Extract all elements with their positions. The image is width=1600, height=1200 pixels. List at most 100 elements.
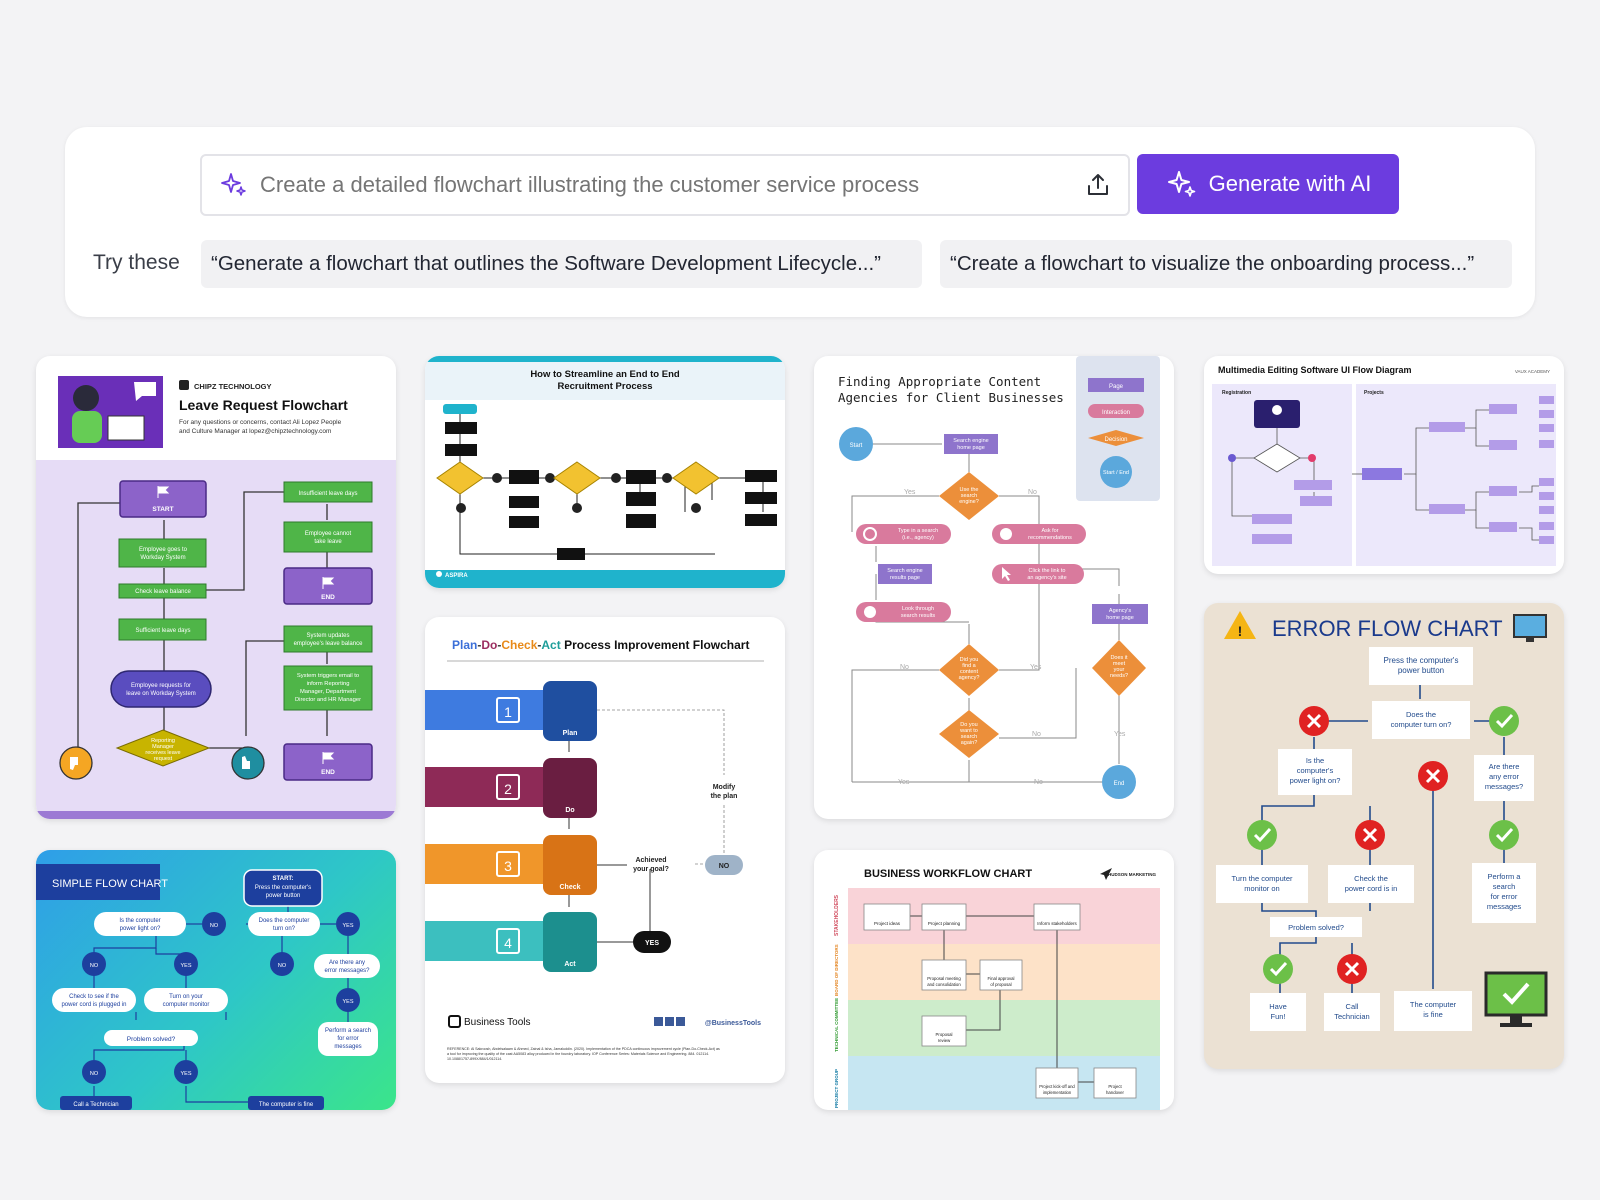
leave-n2: Check leave balance: [135, 589, 191, 595]
sparkle-icon: [221, 173, 246, 196]
twitter-icon: [676, 1017, 685, 1026]
leave-r2b: take leave: [314, 539, 342, 545]
agencies-yes-1: Yes: [904, 489, 916, 496]
simple-no-1: NO: [210, 923, 219, 929]
multimedia-brand: VAUX ACADEMY: [1515, 369, 1550, 374]
template-card-pdca[interactable]: Plan-Do-Check-Act Process Improvement Fl…: [425, 617, 785, 1083]
agencies-no-4: No: [1034, 779, 1043, 786]
prompt-box[interactable]: [200, 154, 1130, 216]
error-n10b: Technician: [1334, 1012, 1369, 1021]
agencies-d3c: your: [1114, 667, 1125, 673]
agencies-title-1: Finding Appropriate Content: [838, 374, 1041, 389]
simple-a3: Perform a search: [325, 1028, 371, 1034]
simple-a1b: power cord is plugged in: [61, 1002, 126, 1008]
simple-a2: Turn on your: [169, 994, 203, 1000]
agencies-p3b: home page: [1106, 615, 1134, 621]
pdca-achieved-2: your goal?: [633, 866, 669, 873]
agencies-p2: Search engine: [887, 568, 922, 574]
business-n4: Proposal meeting: [927, 976, 961, 981]
pdca-plan-label: Plan: [563, 730, 578, 737]
simple-q2b: turn on?: [273, 926, 296, 932]
agencies-d3d: needs?: [1110, 673, 1128, 679]
aspira-logo-icon: [436, 571, 442, 577]
error-n9: Have: [1269, 1002, 1287, 1011]
business-n7: Project kick-off and: [1039, 1084, 1075, 1089]
leave-end-2: END: [321, 769, 335, 776]
business-n5b: of proposal: [990, 982, 1011, 987]
template-card-error-flow[interactable]: ! ERROR FLOW CHART Press the computer's …: [1204, 603, 1564, 1069]
leave-subtitle-1: For any questions or concerns, contact A…: [179, 419, 342, 426]
pdca-step-2: 2 Do: [425, 758, 597, 818]
leave-r4b: inform Reporting: [307, 681, 350, 687]
pdca-title-check: Check: [501, 638, 537, 652]
pdca-modify-2: the plan: [711, 793, 738, 800]
cross-icon: [1308, 454, 1316, 462]
leave-title: Leave Request Flowchart: [179, 397, 348, 413]
generate-with-ai-button[interactable]: Generate with AI: [1137, 154, 1399, 214]
brand-logo-icon: [179, 380, 189, 390]
simple-yes-1: YES: [342, 923, 353, 929]
template-card-business-workflow[interactable]: BUSINESS WORKFLOW CHART HUDSON MARKETING…: [814, 850, 1174, 1110]
agencies-i1b: (i.e., agency): [902, 535, 934, 541]
agencies-legend-decision: Decision: [1104, 437, 1127, 443]
simple-fine: The computer is fine: [259, 1102, 314, 1108]
error-n7: Perform a: [1488, 872, 1522, 881]
agencies-d3b: meet: [1113, 661, 1126, 667]
business-lane-project: PROJECT GROUP: [834, 1069, 839, 1108]
template-card-simple-flow[interactable]: SIMPLE FLOW CHART START: Press the compu…: [36, 850, 396, 1110]
error-n2b: computer turn on?: [1391, 720, 1452, 729]
leave-n5d: request: [154, 756, 173, 762]
leave-r4: System triggers email to: [297, 673, 359, 679]
business-n8b: handover: [1106, 1090, 1124, 1095]
leave-end-1: END: [321, 594, 335, 601]
pdca-step-2-num: 2: [504, 781, 512, 797]
agencies-p2b: results page: [890, 575, 920, 581]
suggestion-chip-onboarding[interactable]: “Create a flowchart to visualize the onb…: [940, 240, 1512, 288]
recruit-title-2: Recruitment Process: [557, 381, 652, 392]
simple-q3: Are there any: [329, 960, 365, 966]
agencies-i2b: recommendations: [1028, 535, 1072, 541]
simple-q1b: power light on?: [120, 926, 161, 932]
template-card-recruitment[interactable]: How to Streamline an End to End Recruitm…: [425, 356, 785, 588]
template-card-leave-request[interactable]: CHIPZ TECHNOLOGY Leave Request Flowchart…: [36, 356, 396, 819]
agencies-no-3: No: [1032, 731, 1041, 738]
error-n2: Does the: [1406, 710, 1436, 719]
upload-icon[interactable]: [1084, 171, 1112, 199]
template-card-multimedia-ui-flow[interactable]: Multimedia Editing Software UI Flow Diag…: [1204, 356, 1564, 574]
pdca-no: NO: [719, 863, 730, 870]
support-agent-illustration: [58, 376, 163, 448]
try-these-label: Try these: [93, 251, 180, 274]
generate-label: Generate with AI: [1208, 171, 1372, 196]
agencies-yes-3: Yes: [1114, 731, 1126, 738]
business-n5: Final approval: [988, 976, 1015, 981]
business-n8: Project: [1108, 1084, 1122, 1089]
prompt-input[interactable]: [260, 172, 1084, 198]
business-n1: Project ideas: [874, 921, 901, 926]
simple-q3b: error messages?: [324, 968, 370, 974]
agencies-yes-2: Yes: [1030, 664, 1042, 671]
multimedia-col-projects: Projects: [1364, 390, 1384, 396]
agencies-i2: Ask for: [1041, 528, 1058, 534]
leave-n5: Reporting: [151, 738, 175, 744]
agencies-i3: Click the link to: [1029, 568, 1066, 574]
paper-plane-icon: [1100, 868, 1112, 880]
pdca-do-label: Do: [565, 807, 574, 814]
simple-start-2: Press the computer's: [255, 885, 311, 891]
chat-icon: [1000, 528, 1012, 540]
business-lane-technical: TECHNICAL COMMITTEE: [834, 998, 839, 1052]
sparkle-icon: [1167, 171, 1195, 197]
error-n1b: power button: [1398, 666, 1444, 675]
agencies-d4: Do you: [960, 722, 977, 728]
template-card-content-agencies[interactable]: Finding Appropriate Content Agencies for…: [814, 356, 1174, 819]
pdca-step-3: 3 Check: [425, 835, 597, 895]
flag-icon: [157, 486, 170, 498]
leave-n3: Sufficient leave days: [136, 628, 191, 634]
business-n6b: review: [938, 1038, 951, 1043]
agencies-n1b: home page: [957, 445, 985, 451]
suggestion-chip-sdlc[interactable]: “Generate a flowchart that outlines the …: [201, 240, 922, 288]
leave-n4b: leave on Workday System: [126, 691, 196, 697]
pdca-check-label: Check: [559, 884, 580, 891]
error-n3b: computer's: [1297, 766, 1334, 775]
pdca-step-1: 1 Plan: [425, 681, 597, 741]
agencies-d1c: engine?: [959, 499, 979, 505]
